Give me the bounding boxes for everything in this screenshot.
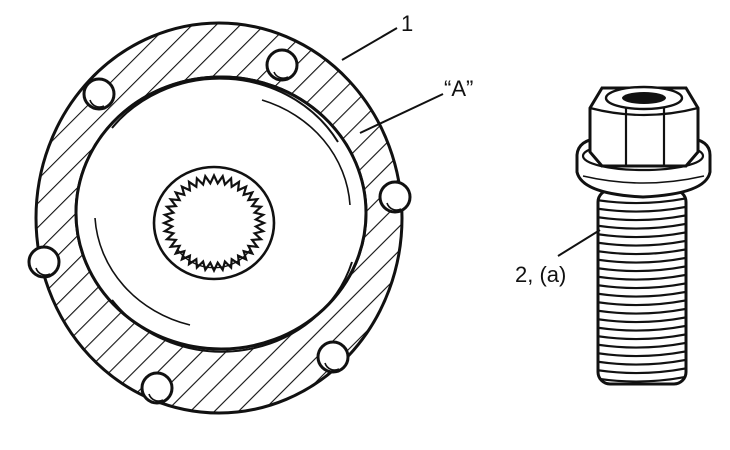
flange-bolt-holes [27, 48, 412, 405]
leader-line-bolt [557, 229, 601, 257]
bolt-hole [378, 180, 412, 214]
callout-label-bolt: 2, (a) [515, 262, 566, 287]
spline-teeth [161, 172, 267, 274]
bolt-thread-line [598, 358, 686, 366]
bolt-thread-line [598, 290, 686, 298]
bolt-hole [27, 245, 61, 279]
bolt-thread-line [598, 332, 686, 341]
bolt-thread-line [598, 307, 686, 315]
bolt-thread-line [598, 273, 686, 281]
bolt-thread-line [598, 247, 686, 256]
callout-area-a: “A” [359, 76, 473, 134]
bolt-thread-line [598, 196, 686, 205]
bolt-hex-head [588, 85, 700, 168]
bolt-thread-line [598, 222, 686, 230]
bolt-hole [140, 371, 174, 405]
bolt-hole [82, 77, 116, 111]
flange-hub [27, 21, 412, 415]
bolt-thread-line [598, 264, 686, 273]
bolt-threads [598, 196, 686, 383]
bolt-thread-line [598, 341, 686, 349]
flange-bolt [575, 85, 712, 386]
callout-part-1: 1 [341, 11, 413, 61]
bolt-hole [265, 48, 299, 82]
callout-label-area-a: “A” [444, 76, 473, 101]
bolt-thread-line [598, 213, 686, 222]
bolt-thread-line [598, 324, 686, 332]
callout-label-part-1: 1 [401, 11, 413, 36]
bolt-thread-line [598, 366, 686, 375]
bolt-thread-line [598, 239, 686, 247]
bolt-thread-line [598, 375, 686, 383]
bolt-thread-line [598, 298, 686, 307]
bolt-thread-line [598, 230, 686, 239]
bolt-thread-line [598, 349, 686, 358]
bolt-thread-line [598, 256, 686, 264]
bolt-thread-line [598, 281, 686, 290]
leader-line-part-1 [341, 27, 398, 61]
splined-bore [152, 165, 276, 281]
leader-line-area-a [359, 93, 444, 134]
bolt-thread-line [598, 205, 686, 213]
bolt-hole [316, 340, 350, 374]
bolt-thread-line [598, 315, 686, 324]
callout-bolt: 2, (a) [515, 229, 601, 287]
